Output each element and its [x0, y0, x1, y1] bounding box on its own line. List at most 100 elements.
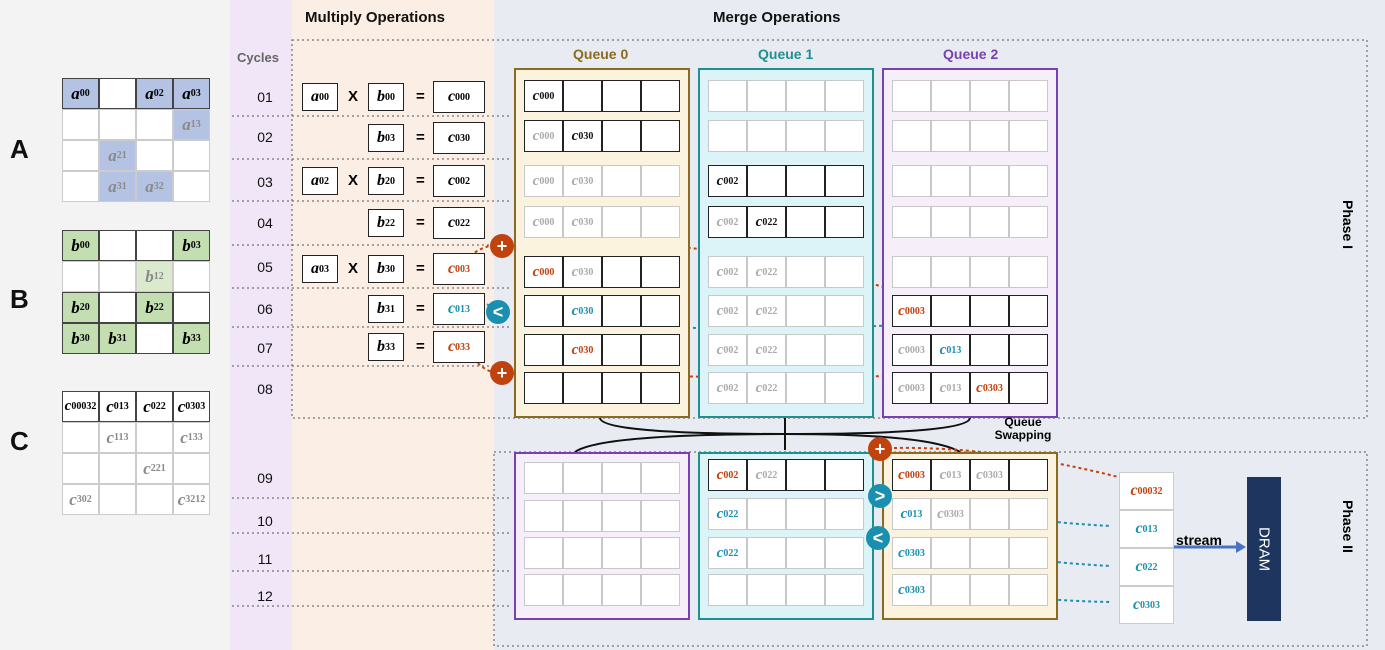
add-operator-icon: + [868, 437, 892, 461]
equals-sign: = [416, 338, 425, 355]
equals-sign: = [416, 300, 425, 317]
cycle-12: 12 [257, 588, 273, 604]
matrix-cell [62, 422, 99, 453]
compare-less-icon: < [486, 300, 510, 324]
times-sign: X [348, 260, 359, 277]
cycle-10: 10 [257, 513, 273, 529]
matrix-cell [173, 140, 210, 171]
matrix-cell [99, 78, 136, 109]
equals-sign: = [416, 88, 425, 105]
merge-header: Merge Operations [713, 9, 841, 26]
matrix-cell [136, 230, 173, 261]
matrix-cell [173, 171, 210, 202]
multiply-header: Multiply Operations [305, 9, 446, 26]
equals-sign: = [416, 260, 425, 277]
compare-greater-icon: > [868, 484, 892, 508]
matrix-b-label: B [10, 284, 29, 314]
queue-row [524, 574, 680, 606]
matrix-cell [99, 453, 136, 484]
matrix-cell [99, 230, 136, 261]
equals-sign: = [416, 214, 425, 231]
queue-row [524, 372, 680, 404]
cycle-01: 01 [257, 89, 273, 105]
queue-row [892, 80, 1048, 112]
cycle-03: 03 [257, 174, 273, 190]
cycle-02: 02 [257, 129, 273, 145]
times-sign: X [348, 172, 359, 189]
matrix-cell [99, 109, 136, 140]
queue-row [892, 120, 1048, 152]
queue-row [708, 80, 864, 112]
matrix-cell [62, 453, 99, 484]
matrix-cell [62, 261, 99, 292]
matrix-cell [62, 140, 99, 171]
matrix-cell [173, 261, 210, 292]
matrix-cell [173, 292, 210, 323]
matrix-cell [136, 109, 173, 140]
dram-block: DRAM [1247, 477, 1281, 621]
phase1-label: Phase I [1340, 200, 1356, 250]
stream-label: stream [1176, 532, 1222, 548]
cycles-header: Cycles [237, 50, 279, 65]
cycle-09: 09 [257, 470, 273, 486]
cycle-04: 04 [257, 215, 273, 231]
queue-row [892, 206, 1048, 238]
queue2-header: Queue 2 [943, 46, 999, 62]
queue-row [892, 256, 1048, 288]
matrix-cell [62, 171, 99, 202]
queue-row [524, 462, 680, 494]
cycles-column-bg [230, 0, 292, 650]
add-operator-icon: + [490, 361, 514, 385]
cycle-08: 08 [257, 381, 273, 397]
queue-swapping-label: Queue Swapping [994, 415, 1052, 442]
equals-sign: = [416, 172, 425, 189]
equals-sign: = [416, 129, 425, 146]
matrix-cell [136, 484, 173, 515]
cycle-07: 07 [257, 340, 273, 356]
cycle-05: 05 [257, 259, 273, 275]
matrix-cell [62, 109, 99, 140]
